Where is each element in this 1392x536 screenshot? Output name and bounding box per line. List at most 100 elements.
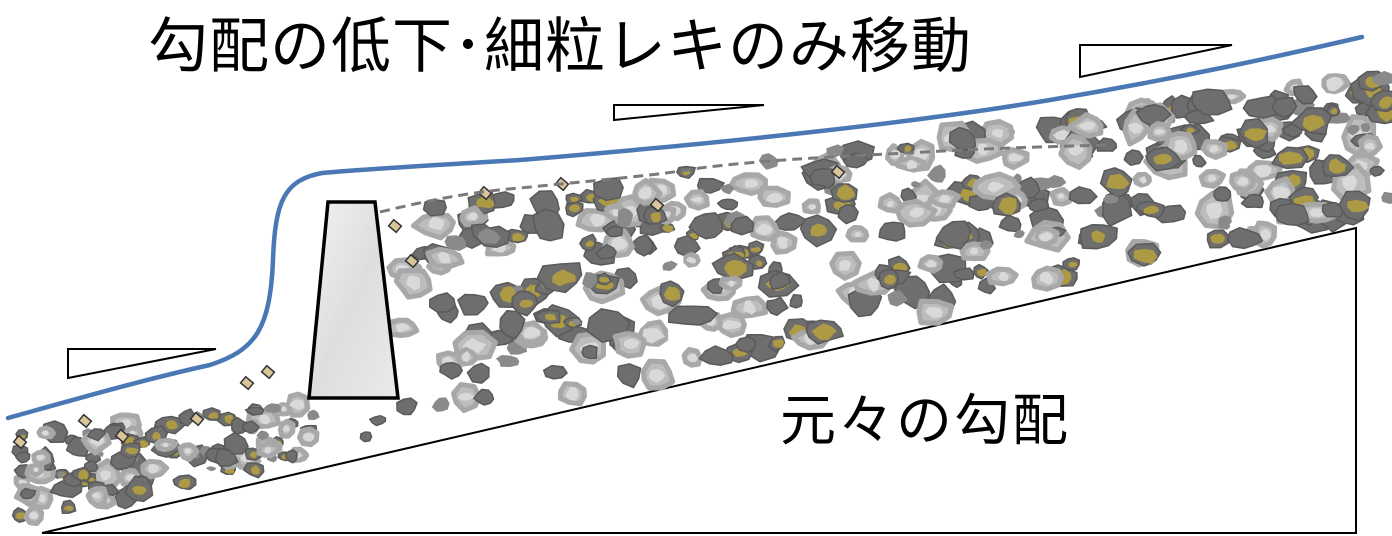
gravel-stone xyxy=(1364,142,1375,150)
gravel-stone xyxy=(775,212,808,231)
gravel-stone xyxy=(1011,173,1022,185)
gravel-stone xyxy=(1140,175,1147,184)
gravel-stone xyxy=(19,487,37,500)
gravel-stone xyxy=(698,345,734,366)
gravel-stone xyxy=(1206,202,1223,220)
gravel-stone xyxy=(28,511,39,520)
gravel-stone xyxy=(927,164,946,183)
gravel-stone xyxy=(617,208,634,228)
gravel-stone xyxy=(359,431,373,443)
gravel-stone xyxy=(581,344,598,360)
gravel-stone xyxy=(422,198,447,217)
gravel-stone xyxy=(78,469,89,482)
gravel-stone xyxy=(131,485,147,496)
title: 勾配の低下･細粒レキのみ移動 xyxy=(148,12,972,82)
gravel-stone xyxy=(616,363,642,389)
fine-gravel-speck xyxy=(12,434,28,450)
gravel-stone xyxy=(977,277,997,295)
gravel-stone xyxy=(466,362,490,384)
gravel-stone xyxy=(742,299,756,315)
fine-gravel-speck xyxy=(114,428,130,444)
gravel-stone xyxy=(992,128,1003,139)
gravel-stone xyxy=(1308,208,1325,218)
gravel-stone xyxy=(1127,122,1143,134)
gravel-stone xyxy=(15,451,31,464)
gravel-stone xyxy=(281,406,287,412)
gravel-stone xyxy=(36,454,46,461)
gravel-stone xyxy=(884,274,897,285)
gravel-stone xyxy=(184,448,192,454)
gravel-stone xyxy=(431,397,450,412)
gravel-stone xyxy=(867,277,880,293)
gravel-stone xyxy=(1207,174,1216,182)
gravel-stone xyxy=(909,207,924,218)
gravel-stone xyxy=(406,275,420,291)
gravel-stone xyxy=(756,260,763,267)
fine-gravel-speck xyxy=(404,253,420,269)
gravel-stone xyxy=(809,167,836,190)
gravel-stone xyxy=(57,471,64,479)
gravel-stone xyxy=(1078,121,1096,131)
gravel-stone xyxy=(772,339,785,348)
gravel-stone xyxy=(439,362,463,380)
gravel-stone xyxy=(545,313,557,321)
gravel-stone xyxy=(572,318,582,325)
gravel-stone xyxy=(570,196,579,202)
gravel-stone xyxy=(766,296,789,317)
gravel-stone xyxy=(1326,76,1344,92)
gravel-stone xyxy=(638,186,652,200)
gravel-stone xyxy=(1143,205,1160,215)
gravel-stone xyxy=(911,181,921,188)
gravel-stone xyxy=(1302,114,1326,132)
gravel-stone xyxy=(1053,129,1070,141)
gravel-stone xyxy=(1057,193,1065,199)
gravel-stone xyxy=(723,259,747,279)
gravel-stone xyxy=(461,351,470,363)
gravel-stone xyxy=(837,203,859,225)
original-gradient-label: 元々の勾配 xyxy=(780,389,1070,454)
gravel-stone xyxy=(1328,158,1346,174)
gravel-stone xyxy=(499,309,526,340)
gravel-stone xyxy=(284,449,298,464)
gravel-stone xyxy=(565,387,579,401)
fine-gravel-speck xyxy=(189,411,205,427)
water-surface-line xyxy=(5,34,1365,421)
gravel-stone xyxy=(1174,139,1188,154)
gravel-stone xyxy=(854,231,861,238)
gravel-stone xyxy=(998,214,1022,233)
gravel-stone xyxy=(1028,197,1050,213)
gravel-stone xyxy=(429,292,457,313)
gravel-stone xyxy=(582,272,598,289)
gravel-stone xyxy=(148,463,160,474)
gradient-wedge-icon xyxy=(1079,44,1233,79)
gravel-stone xyxy=(1321,202,1344,218)
gravel-stone xyxy=(241,420,260,434)
gravel-stone xyxy=(938,194,951,203)
gravel-stone xyxy=(395,322,411,333)
gravel-stone xyxy=(1254,164,1272,178)
fine-gravel-speck xyxy=(239,375,255,391)
gravel-stone xyxy=(476,196,495,209)
gravel-stone xyxy=(1192,154,1207,168)
gravel-stone xyxy=(1342,175,1357,191)
gravel-stone xyxy=(811,323,837,341)
gravel-stone xyxy=(1360,122,1371,133)
gravel-stone xyxy=(457,293,489,316)
gravel-stone xyxy=(925,307,943,319)
gravel-stone xyxy=(839,260,852,271)
gravel-stone xyxy=(303,433,315,442)
gravel-stone xyxy=(125,447,139,455)
gravel-stone xyxy=(1047,174,1067,189)
gravel-stone xyxy=(728,280,735,287)
gravel-stone xyxy=(1369,165,1385,177)
gravel-stone xyxy=(178,478,191,489)
gravel-stone xyxy=(610,236,629,251)
gravel-stone xyxy=(1378,96,1392,109)
gravel-stone xyxy=(687,353,698,362)
gravel-stone xyxy=(457,392,475,401)
gravel-stone xyxy=(1381,191,1392,204)
gravel-stone xyxy=(1209,145,1219,154)
gravel-stone xyxy=(256,430,270,440)
fine-gravel-speck xyxy=(387,218,403,234)
gravel-stone xyxy=(650,212,661,223)
